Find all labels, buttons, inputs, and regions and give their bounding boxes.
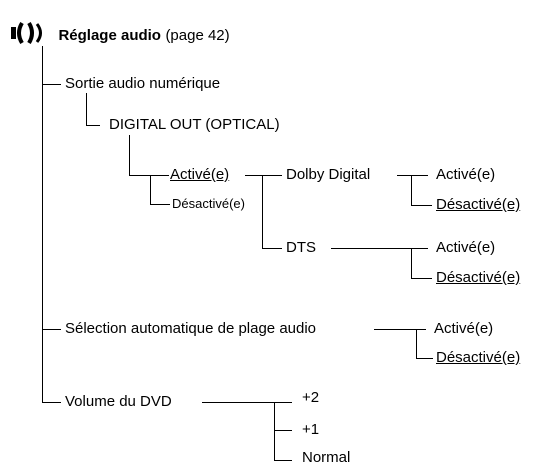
- tree-line: [262, 175, 263, 248]
- tree-line: [274, 430, 292, 431]
- tree-line: [411, 205, 432, 206]
- option-dts-inactive: Désactivé(e): [436, 269, 521, 286]
- header: Réglage audio (page 42): [10, 21, 230, 45]
- tree-line: [42, 329, 61, 330]
- tree-line: [274, 402, 275, 460]
- menu-sortie-audio: Sortie audio numérique: [65, 75, 221, 92]
- tree-line: [274, 460, 292, 461]
- tree-line: [245, 175, 282, 176]
- tree-line: [129, 175, 169, 176]
- tree-line: [42, 46, 43, 402]
- option-volume-plus1: +1: [302, 421, 320, 438]
- option-digital-inactive: Désactivé(e): [172, 196, 245, 211]
- tree-line: [397, 175, 428, 176]
- tree-line: [86, 125, 100, 126]
- tree-line: [331, 248, 428, 249]
- tree-line: [42, 84, 61, 85]
- tree-line: [416, 358, 433, 359]
- menu-dts: DTS: [286, 239, 316, 256]
- option-selection-inactive: Désactivé(e): [436, 349, 521, 366]
- option-digital-active: Activé(e): [170, 166, 230, 183]
- tree-line: [262, 248, 282, 249]
- option-selection-active: Activé(e): [434, 320, 494, 337]
- tree-line: [411, 248, 412, 278]
- tree-line: [86, 93, 87, 125]
- page-reference: (page 42): [165, 27, 230, 44]
- option-dolby-inactive: Désactivé(e): [436, 196, 521, 213]
- option-dolby-active: Activé(e): [436, 166, 496, 183]
- menu-dolby-digital: Dolby Digital: [286, 166, 371, 183]
- tree-line: [150, 204, 170, 205]
- tree-line: [411, 175, 412, 205]
- tree-line: [150, 175, 151, 204]
- option-volume-plus2: +2: [302, 389, 320, 406]
- menu-volume-dvd: Volume du DVD: [65, 393, 172, 410]
- tree-line: [374, 329, 426, 330]
- menu-digital-out: DIGITAL OUT (OPTICAL): [109, 116, 280, 133]
- speaker-icon: [11, 21, 42, 45]
- option-volume-normal: Normal: [302, 449, 351, 466]
- tree-line: [129, 135, 130, 175]
- tree-line: [202, 402, 292, 403]
- tree-line: [411, 278, 432, 279]
- option-dts-active: Activé(e): [436, 239, 496, 256]
- menu-selection-auto: Sélection automatique de plage audio: [65, 320, 317, 337]
- section-title: Réglage audio: [58, 27, 161, 44]
- tree-line: [42, 402, 61, 403]
- tree-line: [416, 329, 417, 358]
